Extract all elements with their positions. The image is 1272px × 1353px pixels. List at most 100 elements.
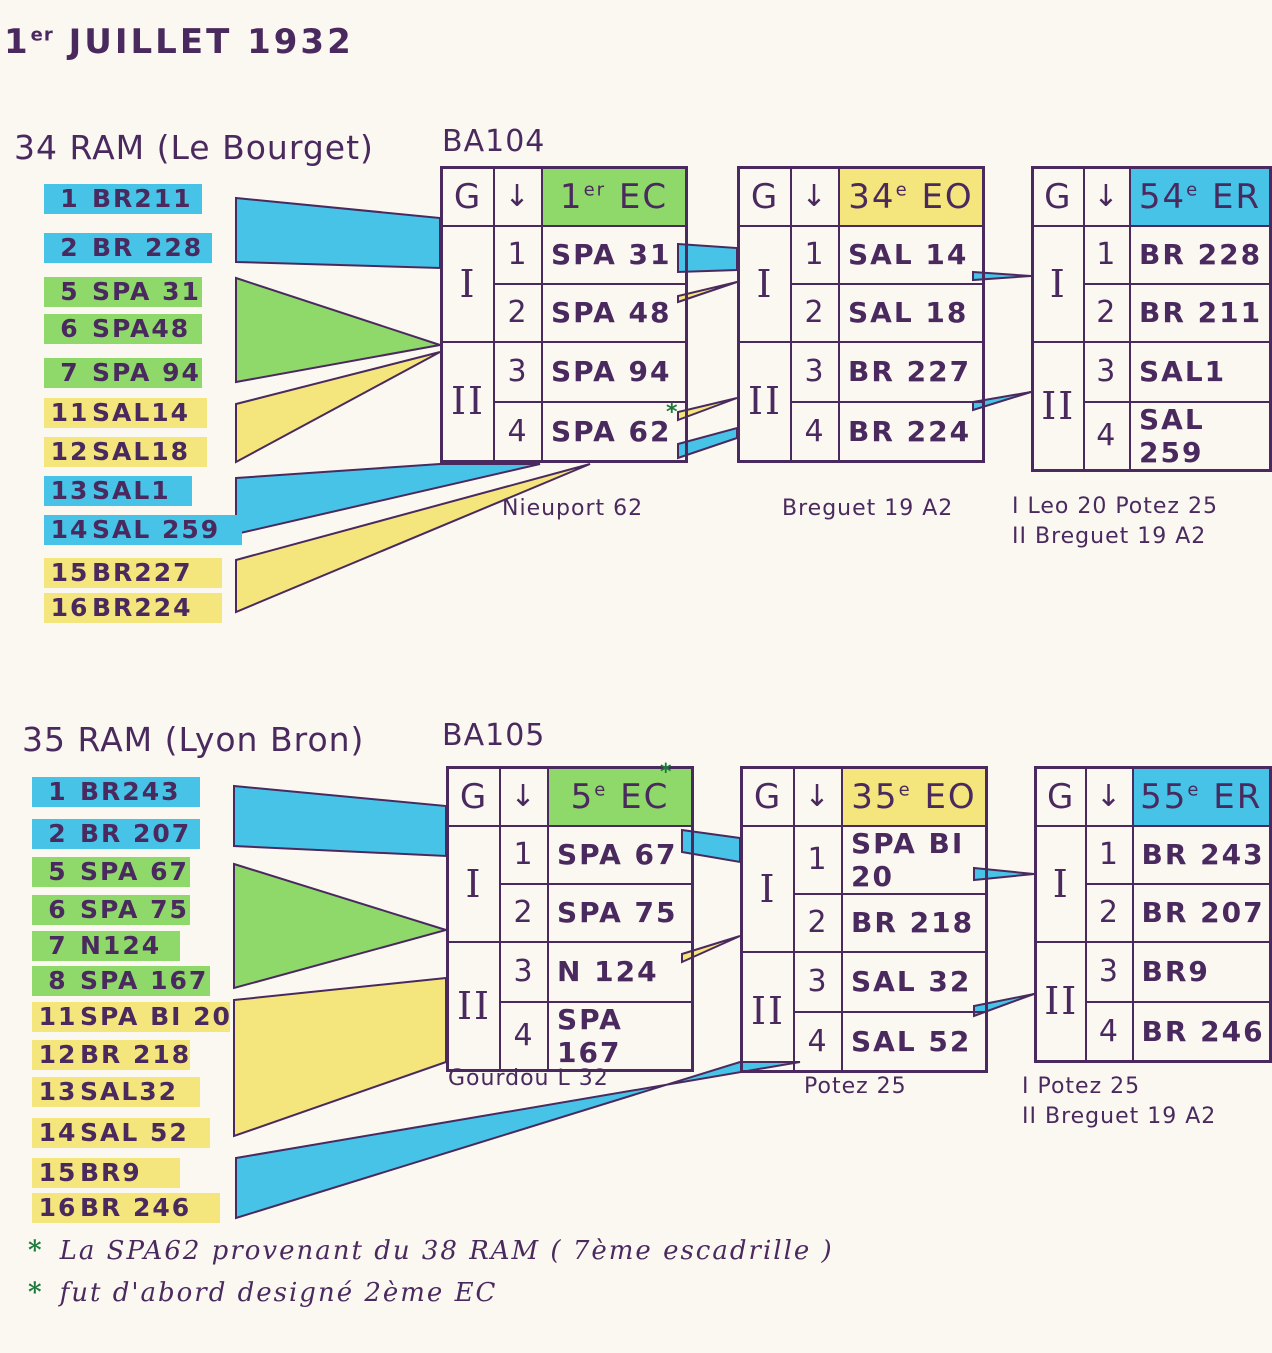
escadrille-index: 1 — [1085, 824, 1134, 885]
aircraft-number: 12 — [50, 437, 90, 466]
escadrille-index: 1 — [790, 224, 840, 285]
squadron-number: 55 — [1140, 776, 1188, 817]
escadrille-index: 4 — [793, 1010, 843, 1073]
squadron-number-suffix: er — [583, 179, 607, 201]
group-numeral: I — [740, 824, 795, 953]
group-column-header: G — [446, 766, 501, 827]
escadrille-index: 1 — [793, 824, 843, 895]
escadrille-index: 2 — [1082, 282, 1132, 343]
aircraft-number: 11 — [38, 1002, 78, 1031]
aircraft-name: BR9 — [80, 1158, 142, 1187]
escadrille-index: 2 — [1085, 882, 1134, 943]
squadron-header: 5e EC — [547, 766, 694, 827]
aircraft-number: 2 — [48, 819, 68, 848]
aircraft-number: 2 — [60, 233, 80, 262]
aircraft-name: BR224 — [92, 593, 193, 622]
squadron-number: 1 — [559, 176, 584, 217]
aircraft-type-caption: II Breguet 19 A2 — [1022, 1104, 1217, 1129]
escadrille-label: SAL 52 — [841, 1010, 988, 1073]
squadron-number: 34 — [848, 176, 896, 217]
down-arrow-icon: ↓ — [790, 166, 840, 227]
footnote-marker-icon: * — [660, 760, 672, 785]
aircraft-number: 1 — [48, 777, 68, 806]
escadrille-label: SAL1 — [1129, 340, 1272, 403]
down-arrow-icon: ↓ — [1082, 166, 1132, 227]
escadrille-label: BR 218 — [841, 892, 988, 953]
escadrille-label: SPA BI 20 — [841, 824, 988, 895]
escadrille-index: 4 — [1085, 1000, 1134, 1063]
footnote-star: * — [28, 1278, 44, 1308]
aircraft-name: BR 246 — [80, 1193, 192, 1222]
aircraft-name: N124 — [80, 931, 162, 960]
aircraft-type-caption: Potez 25 — [804, 1074, 907, 1099]
group-column-header: G — [440, 166, 495, 227]
escadrille-label: SAL 259 — [1129, 400, 1272, 471]
base-label-ba104: BA104 — [442, 124, 546, 159]
squadron-type: EC — [606, 176, 669, 217]
aircraft-number: 12 — [38, 1040, 78, 1069]
down-arrow-icon: ↓ — [793, 766, 843, 827]
page-title: 1er JUILLET 1932 — [4, 22, 354, 62]
squadron-type: ER — [1199, 176, 1262, 217]
escadrille-label: SPA 62 — [541, 400, 688, 463]
squadron-number-suffix: e — [594, 779, 608, 801]
group-column-header: G — [737, 166, 792, 227]
aircraft-type-caption: Breguet 19 A2 — [782, 496, 954, 521]
squadron-type: ER — [1200, 776, 1263, 817]
aircraft-name: SPA 75 — [80, 895, 189, 924]
down-arrow-icon: ↓ — [499, 766, 549, 827]
footnote-star: * — [28, 1236, 44, 1266]
down-arrow-icon: ↓ — [1085, 766, 1134, 827]
title-day-suffix: er — [30, 24, 54, 46]
escadrille-label: SPA 48 — [541, 282, 688, 343]
escadrille-label: SPA 94 — [541, 340, 688, 403]
aircraft-name: SAL 259 — [92, 515, 221, 544]
group-column-header: G — [1031, 166, 1085, 227]
aircraft-name: SPA 94 — [92, 358, 201, 387]
footnote-marker-icon: * — [666, 400, 678, 425]
escadrille-label: BR 211 — [1129, 282, 1272, 343]
aircraft-type-caption: I Leo 20 Potez 25 — [1012, 494, 1218, 519]
aircraft-name: BR227 — [92, 558, 193, 587]
escadrille-label: BR 243 — [1131, 824, 1272, 885]
escadrille-index: 1 — [499, 824, 549, 885]
squadron-type: EO — [911, 776, 977, 817]
escadrille-index: 4 — [493, 400, 543, 463]
escadrille-label: BR 207 — [1131, 882, 1272, 943]
aircraft-number: 7 — [60, 358, 80, 387]
squadron-header: 1er EC — [541, 166, 688, 227]
aircraft-number: 1 — [60, 184, 80, 213]
escadrille-index: 1 — [1082, 224, 1132, 285]
escadrille-label: N 124 — [547, 940, 694, 1003]
squadron-header: 54e ER — [1129, 166, 1272, 227]
aircraft-number: 8 — [48, 966, 68, 995]
group-numeral: I — [1034, 824, 1088, 943]
escadrille-label: BR9 — [1131, 940, 1272, 1003]
escadrille-index: 1 — [493, 224, 543, 285]
escadrille-index: 4 — [499, 1000, 549, 1071]
band-yellow — [235, 351, 441, 464]
